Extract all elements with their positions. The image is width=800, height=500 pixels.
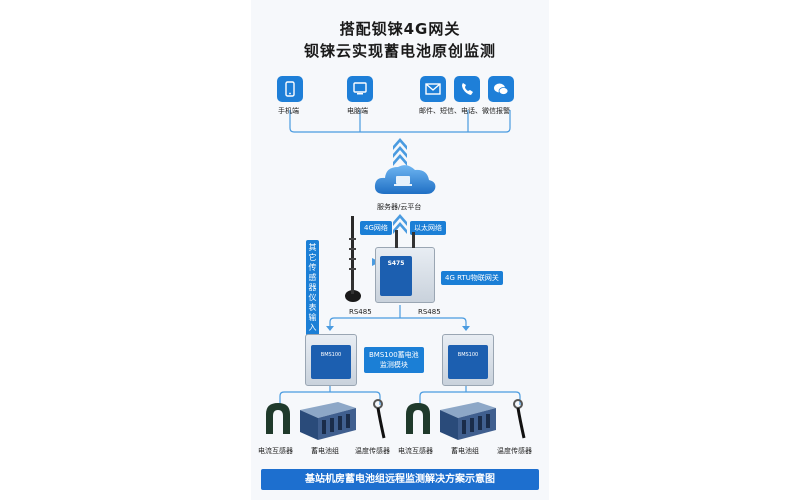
gateway-antenna-left <box>395 230 398 248</box>
computer-icon <box>347 76 373 102</box>
bms-device-left-text: BMS100 <box>311 345 351 379</box>
network-4g-label: 4G网络 <box>360 221 392 235</box>
current-transformer-icon <box>266 403 290 434</box>
bms-label: BMS100蓄电池 监测模块 <box>364 347 424 373</box>
component-label-ct-left: 电流互感器 <box>258 447 293 455</box>
gateway-label: 4G RTU物联网关 <box>441 271 503 285</box>
alarm-label: 邮件、短信、电话、微信报警 <box>419 107 510 115</box>
rs485-right-label: RS485 <box>418 308 441 316</box>
component-label-battery-right: 蓄电池组 <box>451 447 479 455</box>
email-icon <box>420 76 446 102</box>
gateway-brand: S475 <box>387 260 405 267</box>
current-transformer-icon <box>406 403 430 434</box>
phone-label: 手机端 <box>278 107 299 115</box>
bms-device-right-text: BMS100 <box>448 345 488 379</box>
cloud-icon <box>374 165 436 194</box>
gateway-antenna-right <box>412 232 415 248</box>
phone-icon <box>277 76 303 102</box>
bms-device-right: BMS100 <box>442 334 494 386</box>
component-label-temp-right: 温度传感器 <box>497 447 532 455</box>
computer-label: 电脑端 <box>347 107 368 115</box>
footer-caption: 基站机房蓄电池组远程监测解决方案示意图 <box>261 469 539 490</box>
title-line-1: 搭配钡铼4G网关 <box>339 20 461 38</box>
gateway-device: S475 <box>375 247 435 303</box>
component-label-ct-right: 电流互感器 <box>398 447 433 455</box>
battery-pack-icon <box>440 402 496 440</box>
title-line-2: 钡铼云实现蓄电池原创监测 <box>303 42 496 60</box>
rs485-left-label: RS485 <box>349 308 372 316</box>
temperature-sensor-icon <box>373 399 386 439</box>
bms-device-left: BMS100 <box>305 334 357 386</box>
cloud-label: 服务器/云平台 <box>377 203 422 211</box>
component-label-battery-left: 蓄电池组 <box>311 447 339 455</box>
sensor-input-label: 其它传感器仪表输入 <box>306 240 319 336</box>
telephone-icon <box>454 76 480 102</box>
component-label-temp-left: 温度传感器 <box>355 447 390 455</box>
network-eth-label: 以太网络 <box>410 221 446 235</box>
antenna-icon <box>345 216 361 302</box>
temperature-sensor-icon <box>513 399 526 439</box>
battery-pack-icon <box>300 402 356 440</box>
wechat-icon <box>488 76 514 102</box>
